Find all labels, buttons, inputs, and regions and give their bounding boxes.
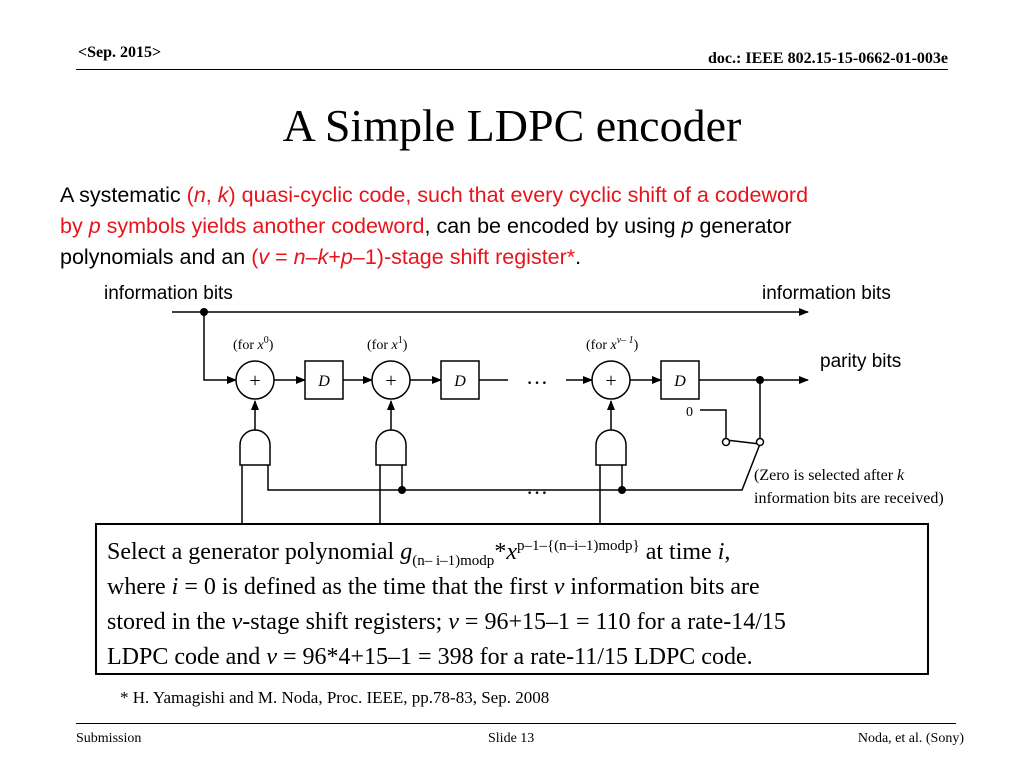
delay-0 [304,360,344,400]
for-x1-label: (for x1) [367,335,408,353]
selector-note-line-2: information bits are received) [754,490,944,507]
junction-info [200,308,208,316]
parity-bits-label: parity bits [820,351,902,372]
footer-slide-number: Slide 13 [488,731,535,746]
reference-note: * H. Yamagishi and M. Noda, Proc. IEEE, … [120,688,550,707]
feedback-line [267,443,761,491]
delay-0-label: D [317,373,330,390]
delay-1-label: D [453,373,466,390]
register-ellipsis: … [526,364,548,389]
and-gate-1 [375,429,407,466]
page-title: A Simple LDPC encoder [282,100,742,151]
box-line-4: LDPC code and v = 96*4+15–1 = 398 for a … [107,644,753,670]
adder-0-symbol: + [249,370,260,392]
for-xv-label: (for xv– 1) [586,335,639,353]
adder-1 [371,360,411,400]
adder-1-symbol: + [385,370,396,392]
header-date: <Sep. 2015> [78,44,162,61]
for-x0-label: (for x0) [233,335,274,353]
junction-feedback-1 [398,486,406,494]
junction-parity [756,376,764,384]
footer-author: Noda, et al. (Sony) [857,731,964,746]
selector-switch [725,439,761,445]
delay-last-label: D [673,373,686,390]
adder-last-symbol: + [605,370,616,392]
switch-contact-feedback [755,437,765,447]
intro-paragraph: A systematic (n, k) quasi-cyclic code, s… [60,180,980,273]
box-line-1: Select a generator polynomial g(n– i–1)m… [107,538,731,569]
feed-to-adder-0 [203,312,237,384]
intro-line-3: polynomials and an (v = n–k+p–1)-stage s… [60,245,582,269]
header-divider [76,69,948,70]
gate-ellipsis: … [526,474,548,499]
junction-feedback-last [618,486,626,494]
adder-0 [235,360,275,400]
footer-divider [76,723,956,724]
footer-submission: Submission [76,731,142,746]
generator-selection-box: Select a generator polynomial g(n– i–1)m… [95,523,929,675]
delay-last [660,360,700,400]
header-doc-id: doc.: IEEE 802.15-15-0662-01-003e [708,50,948,67]
zero-input-line [700,409,727,440]
zero-input-label: 0 [686,405,693,420]
delay-1 [440,360,480,400]
and-gate-last [595,429,627,466]
switch-contact-zero [721,437,731,447]
adder-last [591,360,631,400]
box-line-2: where i = 0 is defined as the time that … [107,574,760,600]
intro-line-1: A systematic (n, k) quasi-cyclic code, s… [60,183,809,207]
and-gate-0 [239,429,271,466]
intro-line-2: by p symbols yields another codeword, ca… [60,214,792,238]
box-line-3: stored in the v-stage shift registers; v… [107,609,786,635]
info-bits-input-label: information bits [104,283,233,304]
info-bits-output-label: information bits [762,283,891,304]
selector-note-line-1: (Zero is selected after k [754,467,905,484]
